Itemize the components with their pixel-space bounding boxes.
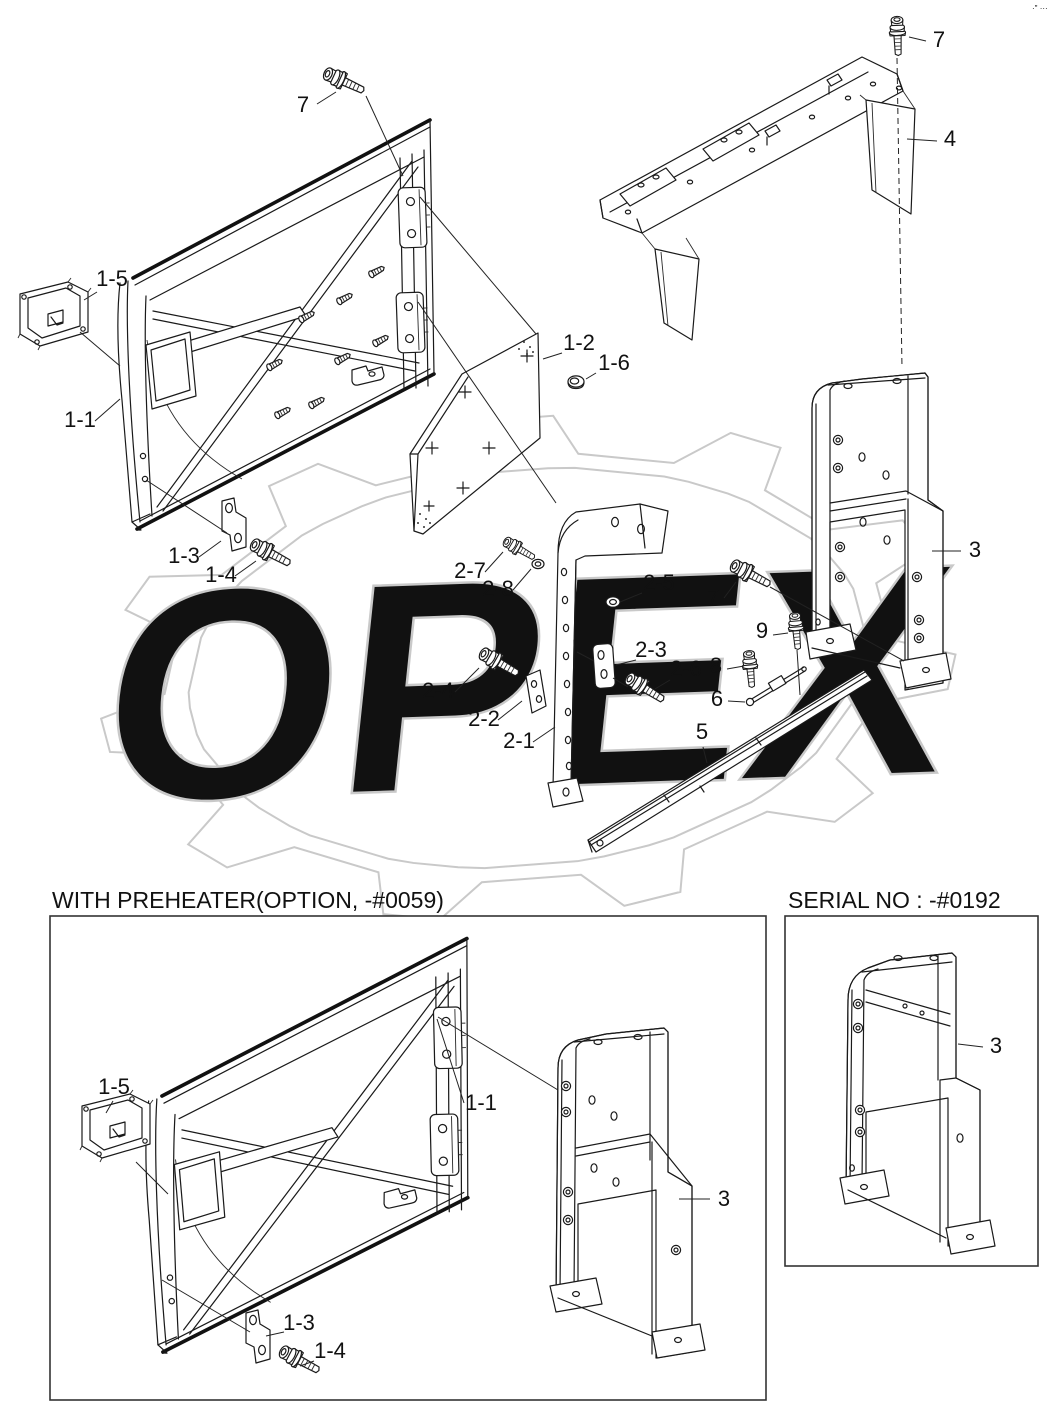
labels-preheater: 1-5 1-1 1-3 1-4 3 [98, 1074, 730, 1363]
label-7-mid: 7 [707, 585, 719, 610]
bolt-7-topleft [319, 63, 369, 100]
bracket-3-nuts [832, 434, 925, 644]
preheater-section: WITH PREHEATER(OPTION, -#0059) [49, 887, 767, 1401]
label-preheater-1-1: 1-1 [465, 1090, 497, 1115]
label-preheater-1-4: 1-4 [314, 1338, 346, 1363]
label-8: 8 [710, 653, 722, 678]
washer-2-8 [531, 558, 545, 570]
label-3: 3 [969, 537, 981, 562]
panel-stipple [417, 341, 534, 528]
rod-6 [745, 666, 807, 707]
label-1-6: 1-6 [598, 350, 630, 375]
leader-lines-main [79, 36, 961, 764]
support-holes [560, 567, 573, 771]
plate-2-3 [592, 643, 616, 689]
center-support-2-1 [547, 503, 669, 808]
leader-lines-serial [957, 1043, 984, 1048]
support-bracket-3 [805, 372, 952, 691]
label-2-8: 2-8 [482, 576, 514, 601]
label-7-topleft: 7 [297, 92, 309, 117]
labels-main: 7 1-5 1-1 1-2 1-6 1-3 1-4 2-7 2-8 2-5 2-… [64, 27, 981, 753]
label-2-1: 2-1 [503, 728, 535, 753]
serial-bracket-3 [839, 952, 996, 1255]
bracket-2-2 [525, 669, 547, 714]
label-1-3: 1-3 [168, 543, 200, 568]
label-2-6: 2-6 [670, 656, 702, 681]
preheater-bracket-3 [549, 1027, 706, 1359]
label-preheater-1-3: 1-3 [283, 1310, 315, 1335]
nut-2-5 [605, 596, 621, 608]
cover-1-5 [17, 277, 92, 351]
door-panel-1-1 [118, 120, 434, 530]
main-diagram: 7 1-5 1-1 1-2 1-6 1-3 1-4 2-7 2-8 2-5 2-… [17, 15, 981, 853]
serial-title: SERIAL NO : -#0192 [788, 887, 1001, 913]
label-preheater-1-5: 1-5 [98, 1074, 130, 1099]
label-5: 5 [696, 719, 708, 744]
label-6: 6 [711, 686, 723, 711]
label-2-7: 2-7 [454, 558, 486, 583]
label-1-1: 1-1 [64, 407, 96, 432]
label-1-5: 1-5 [96, 266, 128, 291]
preheater-title: WITH PREHEATER(OPTION, -#0059) [52, 887, 444, 913]
rail-5 [587, 669, 873, 853]
label-1-2: 1-2 [563, 330, 595, 355]
leader-lines-preheater [105, 1016, 710, 1367]
serial-section: SERIAL NO : -#0192 3 [784, 887, 1039, 1267]
label-2-5: 2-5 [643, 570, 675, 595]
side-panel-1-2 [409, 332, 541, 535]
label-4: 4 [944, 126, 956, 151]
label-2-3: 2-3 [635, 637, 667, 662]
bolt-7-topright [888, 15, 907, 57]
mounting-frame-4 [599, 56, 916, 341]
plug-1-6 [567, 375, 585, 390]
label-2-2: 2-2 [468, 706, 500, 731]
label-preheater-3: 3 [718, 1186, 730, 1211]
corner-artifact: ·" ··· [1032, 4, 1048, 13]
label-2-4: 2-4 [422, 678, 454, 703]
label-1-4: 1-4 [205, 562, 237, 587]
label-serial-3: 3 [990, 1033, 1002, 1058]
label-9: 9 [756, 618, 768, 643]
panel-cross-marks [423, 349, 534, 512]
label-7-topright: 7 [933, 27, 945, 52]
